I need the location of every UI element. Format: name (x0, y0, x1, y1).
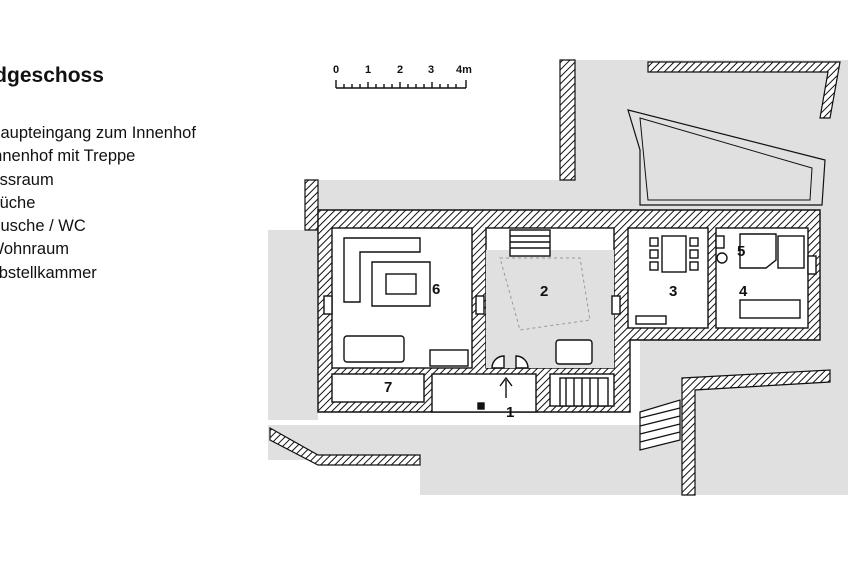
legend-item: 7 Abstellkammer (0, 263, 97, 282)
neighbouring-walls (269, 59, 841, 496)
legend-item: 3 Essraum (0, 170, 54, 189)
room-label-7: 7 (384, 379, 392, 396)
room-label-3: 3 (669, 283, 677, 300)
furniture (323, 229, 817, 410)
room-legend: 1 Haupteingang zum Innenhof 2 Innenhof m… (0, 122, 196, 285)
scale-tick-label: 3 (428, 64, 434, 76)
room-label-5: 5 (737, 243, 745, 260)
legend-item: 1 Haupteingang zum Innenhof (0, 124, 196, 142)
scale-tick-label: 2 (397, 64, 403, 76)
legend-item: 4 Küche (0, 193, 36, 212)
scale-tick-label: 1 (365, 64, 371, 76)
scale-tick-label: 0 (333, 64, 339, 76)
room-7-storage (331, 373, 425, 403)
room-label-1: 1 (506, 404, 514, 421)
courtyard-floor (486, 250, 614, 368)
entrance-arrow-icon (499, 376, 513, 398)
room-label-2: 2 (540, 283, 548, 300)
legend-item: 6 Wohnraum (0, 240, 69, 259)
legend-item: 2 Innenhof mit Treppe (0, 147, 136, 166)
legend-item: 5 Dusche / WC (0, 217, 86, 236)
scale-bar (335, 80, 467, 89)
room-label-6: 6 (432, 281, 440, 298)
plan-title: Erdgeschoss (0, 64, 104, 87)
scale-tick-label: 4m (456, 64, 472, 76)
room-label-4: 4 (739, 283, 748, 300)
